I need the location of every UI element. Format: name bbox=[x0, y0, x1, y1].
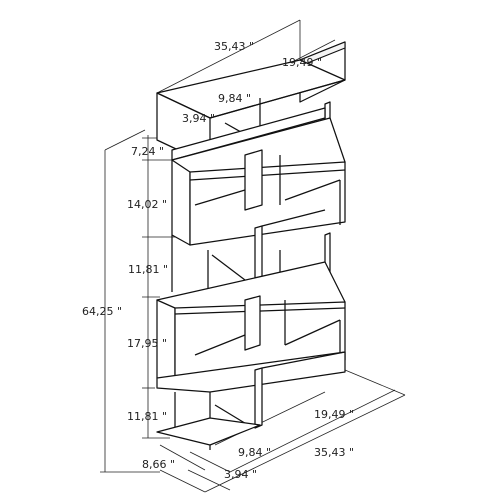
bottom-dimension-lines bbox=[159, 369, 406, 493]
label-height-row2: 14,02 " bbox=[127, 198, 167, 211]
label-bottom-total-width: 35,43 " bbox=[314, 446, 354, 459]
label-bottom-right-segment: 19,49 " bbox=[314, 408, 354, 421]
dimension-labels: 35,43 " 19,49 " 9,84 " 3,94 " 7,24 " 14,… bbox=[82, 40, 354, 481]
label-height-total: 64,25 " bbox=[82, 305, 122, 318]
label-bottom-depth: 8,66 " bbox=[142, 458, 175, 471]
label-height-row5: 11,81 " bbox=[127, 410, 167, 423]
label-top-mid-segment: 9,84 " bbox=[218, 92, 251, 105]
label-height-row3: 11,81 " bbox=[128, 263, 168, 276]
label-top-total-width: 35,43 " bbox=[214, 40, 254, 53]
label-bottom-mid-segment: 9,84 " bbox=[238, 446, 271, 459]
label-bottom-left-segment: 3,94 " bbox=[224, 468, 257, 481]
bookshelf bbox=[156, 41, 346, 450]
label-top-left-segment: 3,94 " bbox=[182, 112, 215, 125]
label-height-row1: 7,24 " bbox=[131, 145, 164, 158]
label-height-row4: 17,95 " bbox=[127, 337, 167, 350]
label-top-right-segment: 19,49 " bbox=[282, 56, 322, 69]
